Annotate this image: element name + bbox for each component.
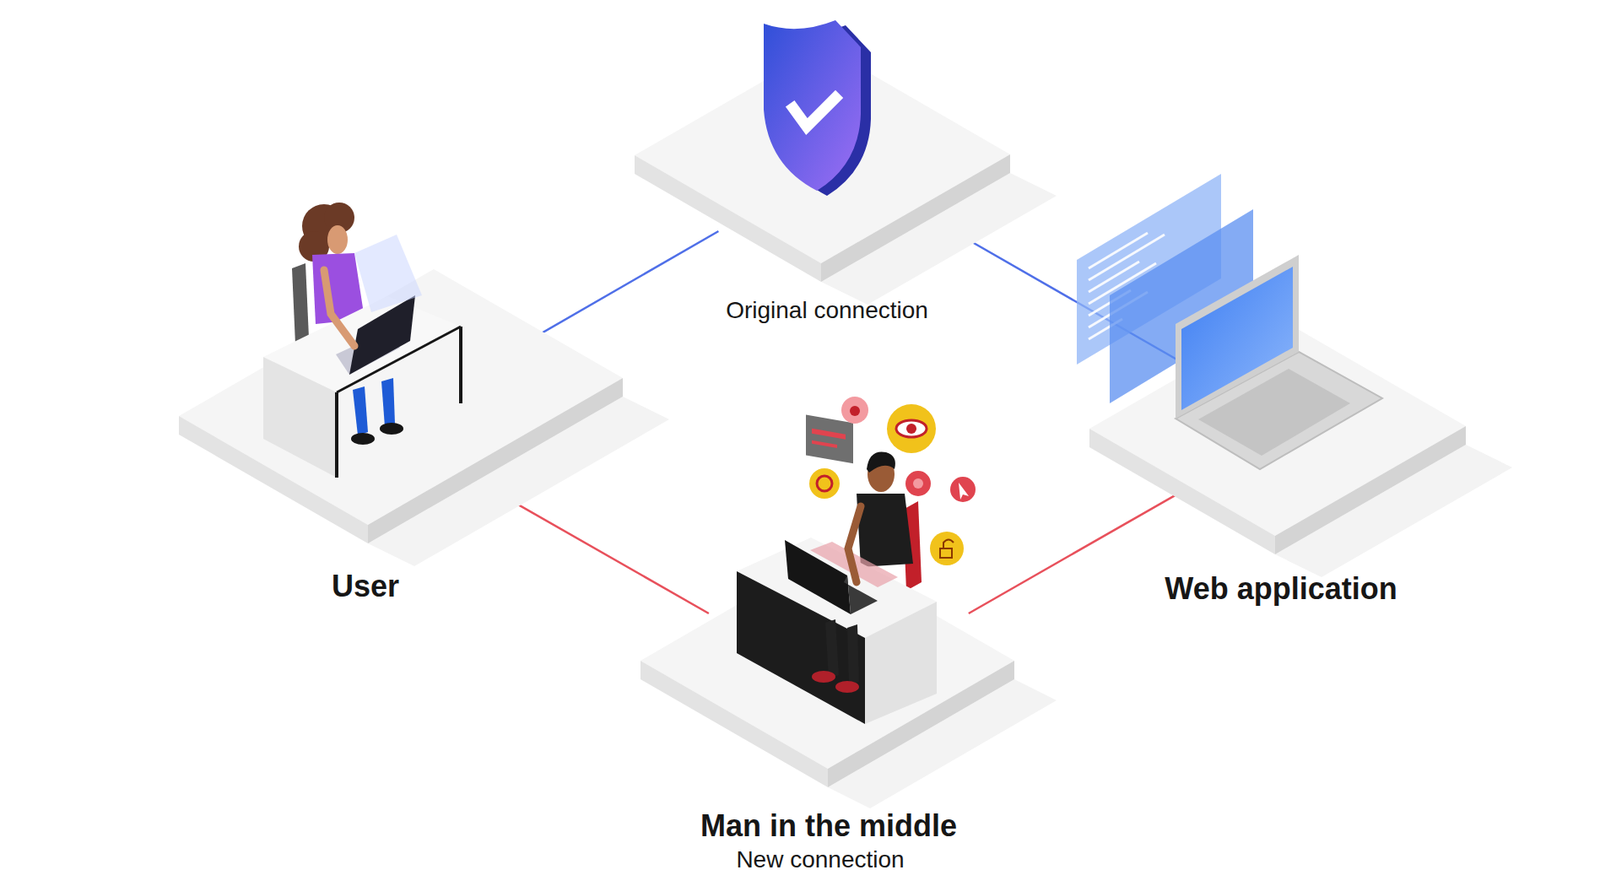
attacker-platform	[640, 396, 1057, 809]
block-icon-ring	[816, 475, 833, 492]
connection-line	[498, 493, 709, 614]
stop-icon	[905, 470, 931, 497]
block-icon	[809, 468, 840, 499]
desk-side	[263, 356, 337, 478]
hair	[866, 451, 896, 473]
shoe	[811, 670, 836, 683]
laptop-base	[843, 575, 878, 615]
stop-icon-inner	[913, 478, 924, 489]
shoe	[379, 422, 404, 435]
leg	[825, 619, 839, 679]
leg	[352, 386, 368, 436]
cursor-shape	[958, 482, 969, 500]
platform-node: Original connection	[691, 96, 979, 232]
leg	[381, 378, 395, 428]
torso	[856, 493, 914, 568]
shoe	[835, 681, 860, 693]
check-mark	[793, 97, 836, 127]
arm	[848, 506, 861, 583]
platform-top	[178, 269, 623, 525]
laptop-screen	[1181, 266, 1293, 411]
shield-platform	[634, 20, 1057, 305]
chair-back	[291, 263, 309, 345]
bug-icon	[841, 396, 869, 424]
desk-edge	[335, 392, 339, 478]
warning-bar	[811, 440, 838, 449]
eye-icon	[886, 404, 936, 454]
laptop-screen	[784, 540, 851, 615]
bug-icon-body	[849, 405, 860, 417]
node-sublabel: New connection	[735, 845, 904, 875]
node-label: Original connection	[725, 296, 929, 325]
face	[327, 225, 348, 255]
connection-line	[968, 492, 1180, 614]
leg	[847, 624, 860, 686]
node-label: Web application	[1164, 570, 1397, 607]
node-label: User	[331, 567, 400, 605]
lock-shape	[940, 548, 952, 558]
platform-node: Web application	[1179, 300, 1410, 554]
eye-icon-pupil	[906, 423, 917, 434]
shield	[763, 20, 861, 191]
shoe	[351, 432, 375, 445]
user-platform	[178, 202, 670, 567]
screen-glow	[354, 234, 422, 313]
node-label: Man in the middle	[700, 807, 957, 844]
warning-bar	[811, 428, 846, 440]
web-app-platform	[1076, 173, 1513, 578]
laptop-frame	[1175, 254, 1299, 419]
arm	[324, 270, 355, 346]
lock-shackle	[943, 540, 954, 550]
eye-icon-shape	[896, 420, 927, 438]
platform-side	[367, 378, 623, 544]
warning-popup	[805, 414, 854, 464]
platform-node: Man in the middleNew connection	[670, 613, 1008, 763]
cursor-icon	[950, 476, 976, 503]
lock-icon	[929, 531, 964, 566]
platform-node: User	[262, 299, 499, 553]
desk-edge	[459, 326, 463, 404]
desk-side	[864, 601, 937, 725]
platform-side	[1275, 426, 1466, 555]
